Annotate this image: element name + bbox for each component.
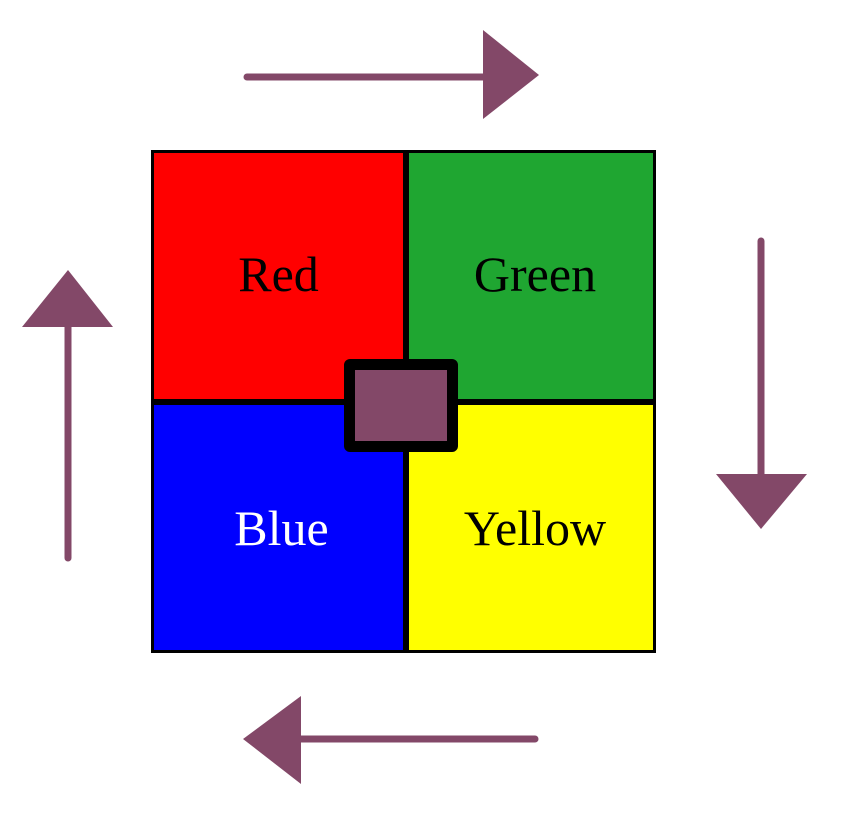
quadrant-green: Green bbox=[409, 153, 653, 399]
quadrant-green-label: Green bbox=[473, 246, 597, 302]
quadrant-red-label: Red bbox=[238, 246, 319, 302]
arrow-right-icon bbox=[243, 30, 539, 119]
arrow-down-head bbox=[716, 474, 807, 529]
arrow-down-icon bbox=[716, 237, 807, 529]
arrow-up-icon bbox=[22, 270, 113, 562]
quadrant-red: Red bbox=[154, 153, 403, 399]
arrow-right-head bbox=[483, 30, 539, 119]
square-token-icon bbox=[344, 359, 458, 452]
arrow-up-head bbox=[22, 270, 113, 327]
quadrant-blue-label: Blue bbox=[234, 499, 329, 556]
quadrant-yellow-label: Yellow bbox=[463, 499, 607, 556]
arrow-left-head bbox=[243, 696, 301, 784]
arrow-left-icon bbox=[243, 696, 539, 784]
